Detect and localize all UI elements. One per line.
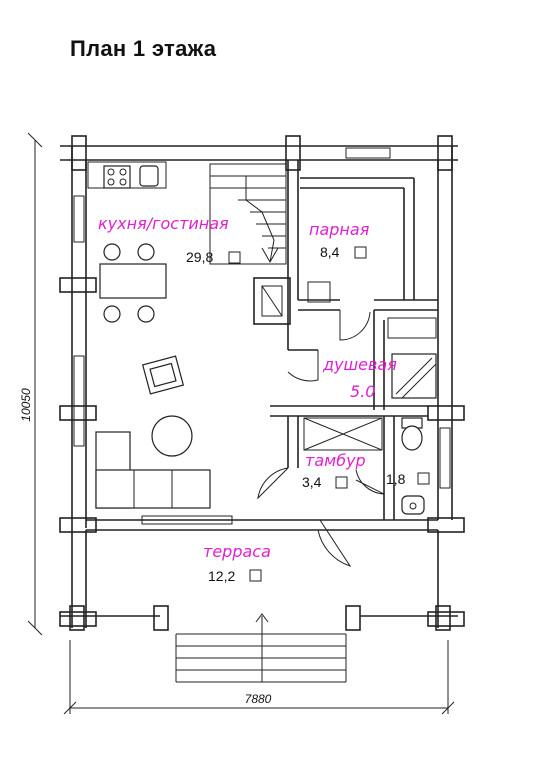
room-area-shower: 5.0 — [350, 382, 375, 401]
stove — [253, 277, 331, 325]
area-box-vestibule — [335, 476, 348, 489]
room-area-vestibule: 3,4 — [302, 474, 322, 490]
room-area-wc: 1,8 — [386, 471, 406, 487]
room-name-shower: душевая — [322, 355, 397, 374]
room-labels: кухня/гостиная 29,8 парная 8,4 душевая 5… — [98, 214, 430, 584]
dining-table — [99, 243, 167, 323]
height-dimension-label: 10050 — [19, 388, 33, 422]
width-dimension: 7880 — [63, 640, 455, 715]
bathroom-fixtures — [303, 317, 437, 515]
area-box-steam — [354, 246, 367, 259]
living-furniture — [95, 355, 211, 509]
entrance-steps — [175, 613, 347, 683]
room-area-steam: 8,4 — [320, 244, 340, 260]
plan-title: План 1 этажа — [70, 36, 217, 61]
kitchen-counter — [87, 161, 167, 189]
doors — [257, 310, 385, 567]
height-dimension: 10050 — [19, 132, 43, 636]
room-name-vestibule: тамбур — [305, 451, 366, 470]
interior-walls — [60, 160, 458, 631]
room-area-terrace: 12,2 — [208, 568, 235, 584]
outer-walls — [59, 135, 465, 628]
room-name-kitchen: кухня/гостиная — [98, 214, 229, 233]
room-name-terrace: терраса — [203, 542, 271, 561]
area-box-terrace — [249, 569, 262, 582]
room-name-steam: парная — [309, 220, 370, 239]
room-area-kitchen: 29,8 — [186, 249, 213, 265]
area-box-kitchen — [228, 251, 241, 264]
width-dimension-label: 7880 — [245, 692, 272, 706]
area-box-wc — [417, 472, 430, 485]
staircase — [209, 163, 287, 265]
